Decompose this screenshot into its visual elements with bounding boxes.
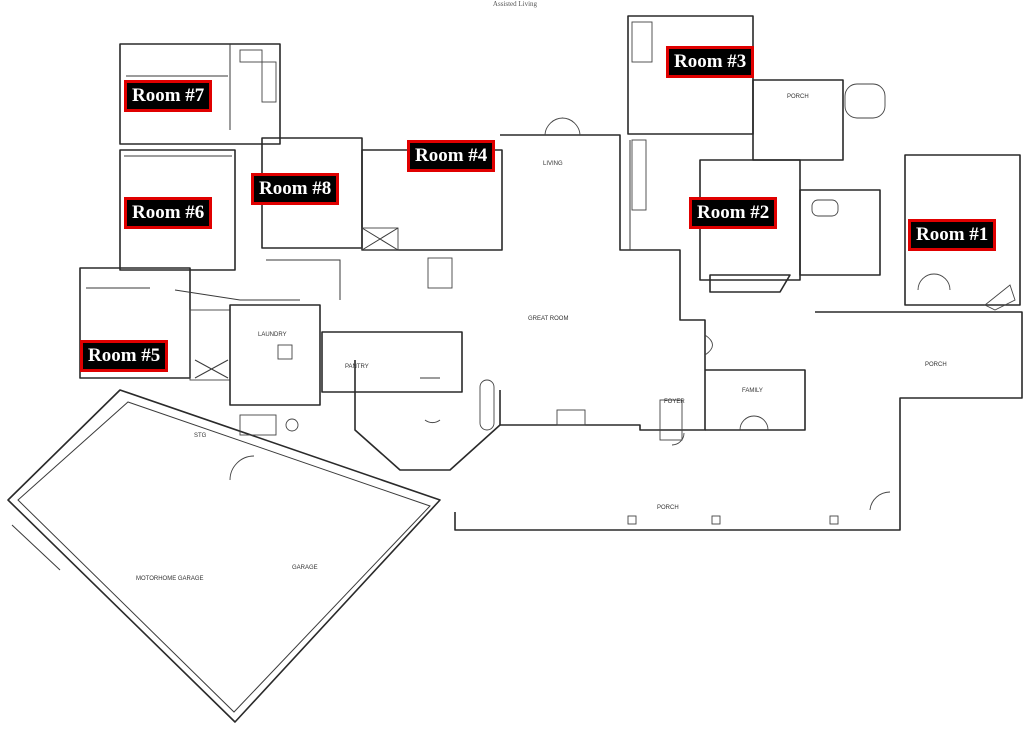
- room-tag-7: Room #7: [124, 80, 213, 112]
- west-wing-walls: [79, 43, 281, 381]
- plan-caption: Assisted Living: [492, 0, 538, 8]
- label-family: FAMILY: [742, 388, 763, 394]
- label-foyer: FOYER: [664, 399, 685, 405]
- room-tag-3: Room #3: [666, 46, 755, 78]
- room-tag-5: Room #5: [80, 340, 169, 372]
- service-area-walls: [229, 304, 501, 471]
- label-garage: GARAGE: [292, 565, 318, 571]
- garage-walls: [7, 389, 441, 723]
- label-porch-east: PORCH: [925, 362, 947, 368]
- great-room-walls: [499, 117, 713, 431]
- label-motorhome-garage: MOTORHOME GARAGE: [136, 576, 204, 582]
- label-pantry: PANTRY: [345, 364, 369, 370]
- porch-walls: [454, 311, 1023, 531]
- room-tag-2: Room #2: [689, 197, 778, 229]
- label-storage: STG: [194, 433, 207, 439]
- room-tag-4: Room #4: [407, 140, 496, 172]
- label-porch-north: PORCH: [787, 94, 809, 100]
- label-great-room: GREAT ROOM: [528, 316, 568, 322]
- room-tag-1: Room #1: [908, 219, 997, 251]
- label-living: LIVING: [543, 161, 563, 167]
- label-porch-south: PORCH: [657, 505, 679, 511]
- label-laundry: LAUNDRY: [258, 332, 287, 338]
- room-tag-8: Room #8: [251, 173, 340, 205]
- room-tag-6: Room #6: [124, 197, 213, 229]
